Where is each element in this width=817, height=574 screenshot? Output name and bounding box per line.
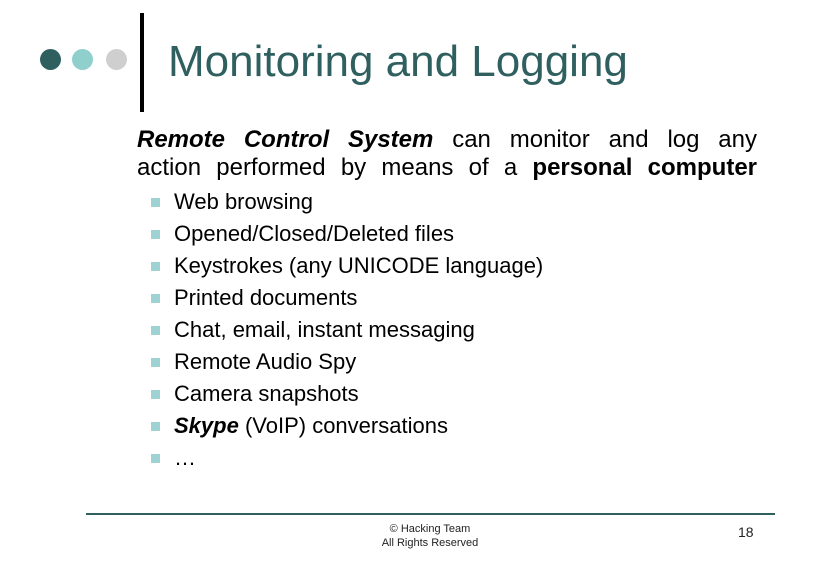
intro-line-2-text: action performed by means of a	[137, 154, 518, 181]
bullet-text: Camera snapshots	[174, 381, 359, 406]
page-number: 18	[738, 524, 754, 540]
bullet-item: Remote Audio Spy	[151, 346, 543, 378]
intro-personal-computer: personal computer	[532, 154, 758, 181]
bullet-item: Web browsing	[151, 186, 543, 218]
bullet-item: …	[151, 442, 543, 474]
footer-line-1: © Hacking Team	[389, 523, 471, 535]
intro-line-2: action performed by means of a personal …	[137, 154, 757, 182]
footer-divider	[86, 513, 775, 515]
bullet-text: Keystrokes (any UNICODE language)	[174, 253, 544, 278]
square-bullet-icon	[151, 390, 160, 399]
square-bullet-icon	[151, 262, 160, 271]
square-bullet-icon	[151, 454, 160, 463]
bullet-item: Skype (VoIP) conversations	[151, 410, 543, 442]
square-bullet-icon	[151, 326, 160, 335]
bullet-list: Web browsing Opened/Closed/Deleted files…	[151, 186, 543, 474]
bullet-text: Printed documents	[174, 285, 358, 310]
intro-product-name: Remote Control System	[137, 126, 434, 153]
skype-label: Skype	[174, 413, 239, 438]
bullet-item: Camera snapshots	[151, 378, 543, 410]
decorative-dot-dark	[40, 49, 61, 70]
bullet-item: Chat, email, instant messaging	[151, 314, 543, 346]
bullet-text: Opened/Closed/Deleted files	[174, 221, 455, 246]
bullet-text: Chat, email, instant messaging	[174, 317, 475, 342]
bullet-item: Opened/Closed/Deleted files	[151, 218, 543, 250]
slide-title: Monitoring and Logging	[168, 37, 628, 86]
square-bullet-icon	[151, 358, 160, 367]
bullet-text: (VoIP) conversations	[244, 413, 448, 438]
decorative-dot-gray	[106, 49, 127, 70]
bullet-text: Web browsing	[174, 189, 313, 214]
intro-paragraph: Remote Control System can monitor and lo…	[137, 126, 757, 182]
bullet-item: Keystrokes (any UNICODE language)	[151, 250, 543, 282]
bullet-item: Printed documents	[151, 282, 543, 314]
bullet-text: Remote Audio Spy	[174, 349, 357, 374]
square-bullet-icon	[151, 230, 160, 239]
intro-line-1-text: can monitor and log any	[452, 126, 757, 153]
decorative-dot-teal	[72, 49, 93, 70]
square-bullet-icon	[151, 198, 160, 207]
square-bullet-icon	[151, 294, 160, 303]
footer-copyright: © Hacking Team All Rights Reserved	[330, 522, 530, 550]
bullet-text: …	[174, 445, 196, 470]
square-bullet-icon	[151, 422, 160, 431]
title-divider	[140, 13, 144, 112]
footer-line-2: All Rights Reserved	[381, 537, 479, 549]
intro-line-1: Remote Control System can monitor and lo…	[137, 126, 757, 154]
